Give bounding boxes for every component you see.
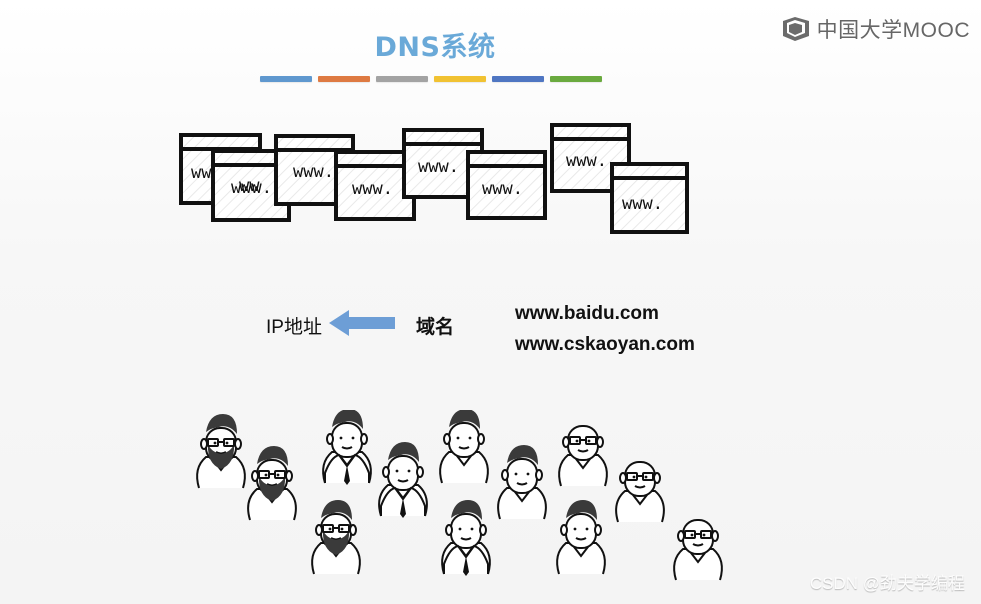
- svg-text:www.: www.: [293, 162, 334, 182]
- domain-example-2: www.cskaoyan.com: [515, 334, 695, 355]
- svg-text:ww: ww: [239, 176, 260, 196]
- ip-address-label: IP地址: [266, 317, 322, 338]
- svg-text:www.: www.: [418, 157, 459, 177]
- www-window-2: www.: [211, 149, 291, 222]
- watermark: CSDN @劲夫学编程: [809, 574, 965, 593]
- svg-text:www.: www.: [231, 178, 272, 198]
- page-title: DNS系统: [374, 32, 496, 63]
- www-window-8: www.: [610, 162, 689, 234]
- people-group-icon: [180, 410, 740, 602]
- color-segment: [260, 76, 312, 82]
- mooc-logo-icon: [781, 15, 811, 43]
- svg-text:www.: www.: [352, 179, 393, 199]
- left-arrow-icon: [329, 310, 395, 336]
- svg-text:www.: www.: [482, 179, 523, 199]
- mooc-logo: 中国大学MOOC: [781, 14, 970, 44]
- color-segment: [376, 76, 428, 82]
- color-segment: [550, 76, 602, 82]
- color-segment: [318, 76, 370, 82]
- svg-text:www.: www.: [622, 194, 663, 214]
- color-segment: [434, 76, 486, 82]
- domain-example-1: www.baidu.com: [515, 303, 659, 324]
- mooc-logo-text: 中国大学MOOC: [816, 19, 970, 42]
- www-window-cluster: www. www. www. www. www.: [176, 120, 692, 242]
- www-window-9: ww: [239, 176, 260, 196]
- domain-name-label: 域名: [416, 317, 455, 338]
- color-segment: [492, 76, 544, 82]
- www-window-6: www.: [466, 150, 547, 220]
- title-color-strip: [260, 76, 602, 82]
- svg-text:www.: www.: [566, 151, 607, 171]
